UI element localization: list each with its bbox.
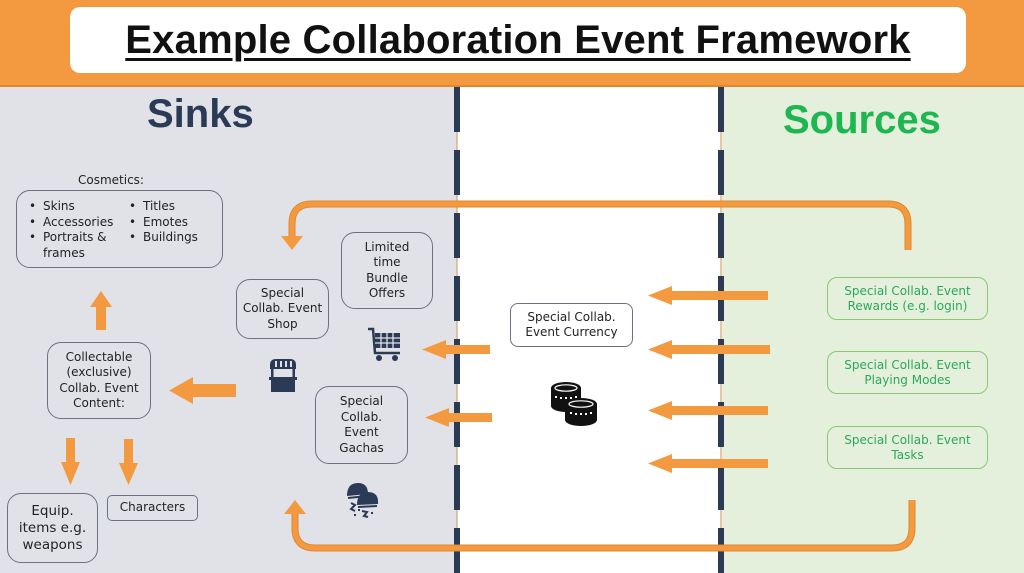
cosmetic-item: Skins: [29, 199, 121, 215]
event-shop-box: Special Collab. Event Shop: [236, 279, 329, 339]
cosmetic-item: Accessories: [29, 215, 121, 231]
characters-box: Characters: [107, 495, 198, 521]
title-box: Example Collaboration Event Framework: [70, 7, 966, 73]
sources-panel: [722, 87, 1024, 573]
cosmetic-item: Buildings: [129, 230, 198, 246]
cosmetic-item: Titles: [129, 199, 198, 215]
equip-items-box: Equip. items e.g. weapons: [7, 493, 98, 563]
currency-panel: [457, 87, 722, 573]
cosmetics-box: Skins Accessories Portraits & frames Tit…: [16, 190, 223, 268]
event-gachas-box: Special Collab. Event Gachas: [315, 386, 408, 464]
sources-heading: Sources: [783, 98, 941, 142]
header-bar: Example Collaboration Event Framework: [0, 0, 1024, 87]
cosmetic-item: Portraits & frames: [29, 230, 121, 261]
page-title: Example Collaboration Event Framework: [125, 17, 911, 62]
cosmetic-item: Emotes: [129, 215, 198, 231]
shopping-cart-icon: [368, 327, 400, 361]
bundle-offers-box: Limited time Bundle Offers: [341, 232, 433, 309]
source-tasks-box: Special Collab. Event Tasks: [827, 426, 988, 469]
source-playing-modes-box: Special Collab. Event Playing Modes: [827, 351, 988, 394]
event-currency-box: Special Collab. Event Currency: [510, 303, 633, 347]
shop-stall-icon: [269, 359, 297, 392]
source-rewards-box: Special Collab. Event Rewards (e.g. logi…: [827, 277, 988, 320]
gacha-capsule-icon: [347, 483, 379, 518]
cosmetics-list-2: Titles Emotes Buildings: [129, 199, 198, 246]
coins-stack-icon: [551, 382, 597, 426]
sinks-panel: [0, 87, 457, 573]
collectable-content-box: Collectable (exclusive) Collab. Event Co…: [47, 342, 151, 419]
cosmetics-label: Cosmetics:: [78, 173, 144, 187]
cosmetics-list-1: Skins Accessories Portraits & frames: [29, 199, 121, 261]
sinks-heading: Sinks: [147, 92, 254, 136]
